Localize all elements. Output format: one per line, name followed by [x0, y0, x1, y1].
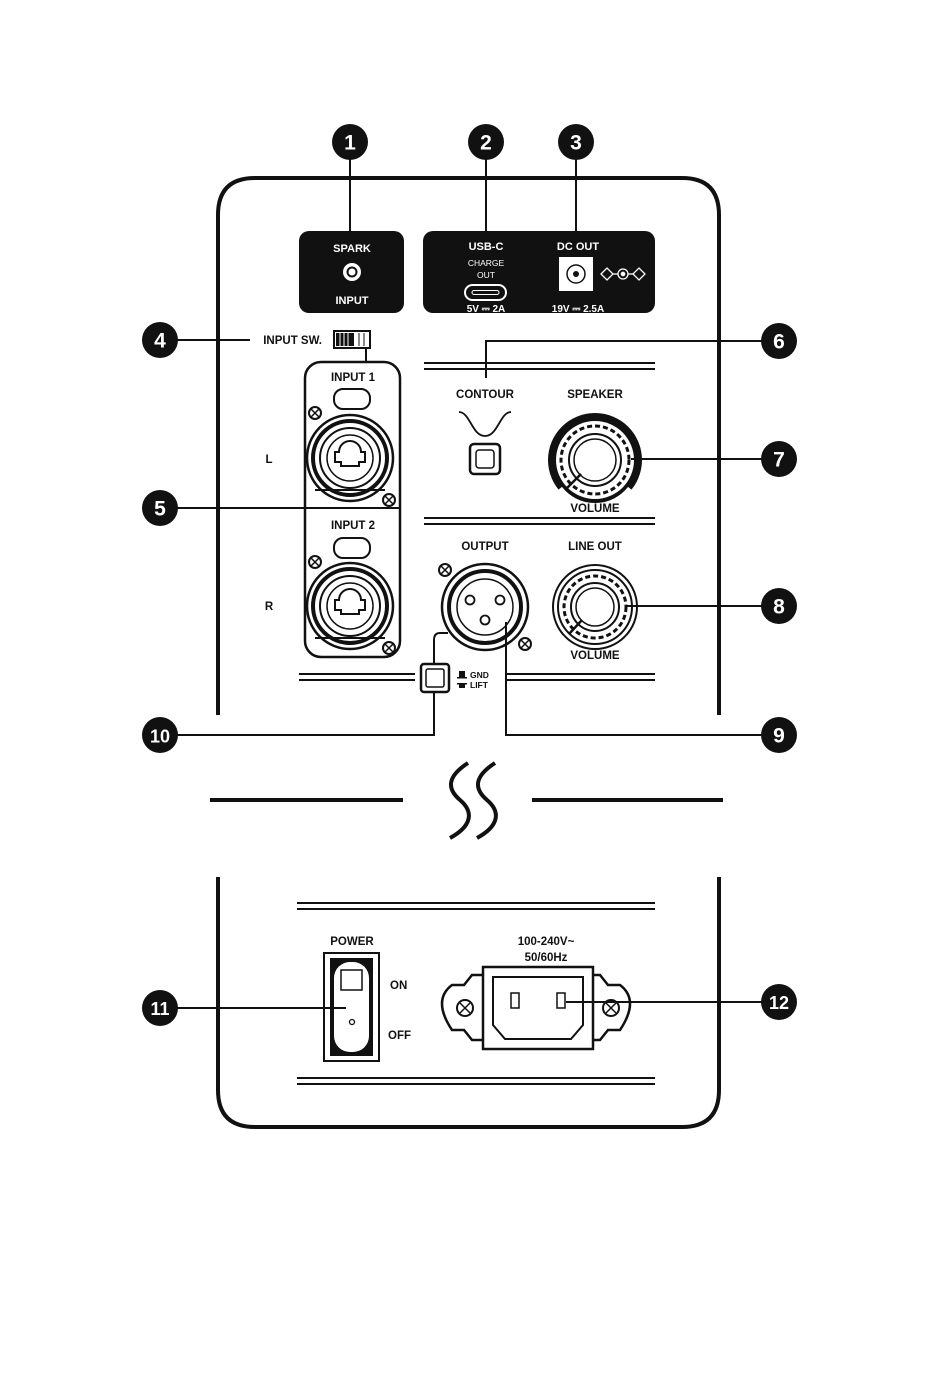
channel-l-label: L [265, 454, 272, 466]
svg-text:10: 10 [150, 727, 170, 747]
speaker-label: SPEAKER [567, 389, 623, 401]
break-symbol-icon [450, 763, 496, 838]
svg-text:4: 4 [154, 330, 166, 353]
callout-3: 3 [558, 124, 594, 160]
dc-rating: 19V ⎓ 2.5A [552, 304, 604, 315]
callout-11: 11 [142, 990, 178, 1026]
screw-icon [457, 1000, 473, 1016]
svg-text:7: 7 [773, 449, 785, 472]
contour-button[interactable] [470, 444, 500, 474]
usbc-rating: 5V ⎓ 2A [467, 304, 506, 315]
screw-icon [383, 494, 395, 506]
callout-12: 12 [761, 984, 797, 1020]
input2-label: INPUT 2 [331, 520, 375, 532]
lift-label: LIFT [470, 680, 489, 690]
callout-10: 10 [142, 717, 178, 753]
gnd-label: GND [470, 670, 489, 680]
callout-4: 4 [142, 322, 178, 358]
svg-text:3: 3 [570, 132, 582, 155]
charge-label: CHARGE [468, 258, 505, 268]
screw-icon [383, 642, 395, 654]
input1-label: INPUT 1 [331, 372, 376, 384]
power-on-label: ON [390, 980, 407, 992]
line-out-volume-knob[interactable] [553, 565, 637, 649]
screw-icon [309, 407, 321, 419]
callout-8: 8 [761, 588, 797, 624]
callout-7: 7 [761, 441, 797, 477]
svg-text:2: 2 [480, 132, 492, 155]
channel-r-label: R [265, 601, 274, 613]
screw-icon [309, 556, 321, 568]
svg-text:9: 9 [773, 725, 785, 748]
power-off-label: OFF [388, 1030, 411, 1042]
svg-text:1: 1 [344, 132, 356, 155]
screw-icon [439, 564, 451, 576]
input1-combo-jack[interactable] [307, 389, 393, 501]
mains-frequency-label: 50/60Hz [525, 952, 568, 964]
callout-9: 9 [761, 717, 797, 753]
power-label: POWER [330, 936, 374, 948]
mains-voltage-label: 100-240V~ [518, 936, 575, 948]
contour-curve-icon [459, 412, 511, 436]
callout-2: 2 [468, 124, 504, 160]
input-sw-label: INPUT SW. [263, 335, 322, 347]
svg-text:8: 8 [773, 596, 785, 619]
contour-label: CONTOUR [456, 389, 515, 401]
line-out-label: LINE OUT [568, 541, 622, 553]
svg-text:12: 12 [769, 993, 789, 1013]
callout-6: 6 [761, 323, 797, 359]
callout-1: 1 [332, 124, 368, 160]
output-label: OUTPUT [461, 541, 508, 553]
usbc-dc-plate [423, 231, 655, 313]
svg-text:6: 6 [773, 331, 785, 354]
svg-text:11: 11 [150, 999, 169, 1019]
input2-combo-jack[interactable] [307, 538, 393, 649]
line-out-volume-label: VOLUME [570, 650, 620, 662]
speaker-volume-label: VOLUME [570, 503, 620, 515]
callout-5: 5 [142, 490, 178, 526]
ground-lift-button[interactable] [421, 664, 449, 692]
svg-text:5: 5 [154, 498, 166, 521]
spark-input-label: INPUT [336, 295, 369, 307]
output-xlr-jack[interactable] [442, 564, 528, 650]
charge-out-label: OUT [477, 270, 495, 280]
input-switch[interactable] [334, 331, 370, 348]
spark-label: SPARK [333, 243, 371, 255]
dc-out-label: DC OUT [557, 241, 599, 253]
screw-icon [519, 638, 531, 650]
usbc-label: USB-C [469, 241, 504, 253]
